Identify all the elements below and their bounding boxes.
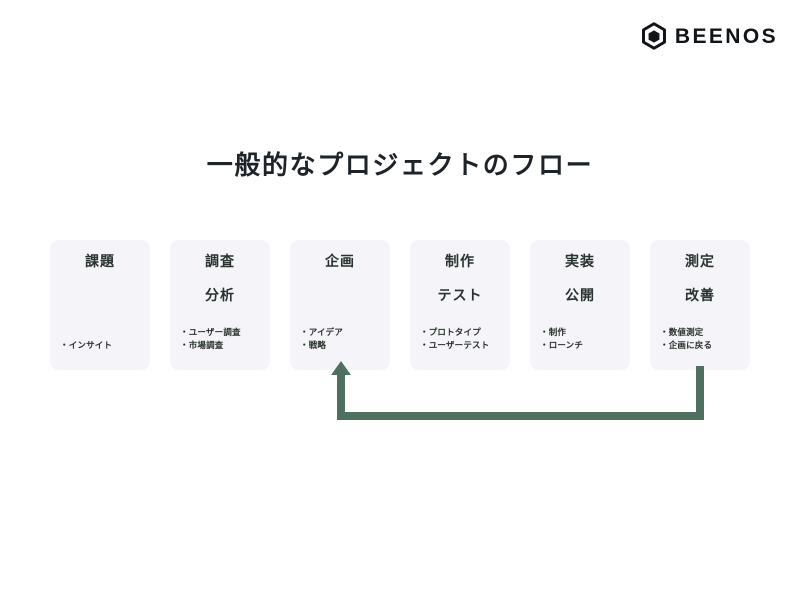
flow-step-bullet: ・アイデア: [300, 326, 344, 337]
flow-step-heading: 調査: [205, 253, 235, 269]
flow-step-heading: 実装: [565, 253, 595, 269]
flow-step-bullet: ・プロトタイプ: [420, 326, 481, 337]
feedback-loop-arrow: [325, 360, 715, 430]
flow-step-bullet: ・ユーザーテスト: [420, 339, 490, 350]
flow-step-heading-group: 企画: [290, 254, 390, 268]
flow-step-bullet: ・ユーザー調査: [180, 326, 241, 337]
flow-step-card[interactable]: 測定改善・数値測定・企画に戻る: [650, 240, 750, 370]
flow-step-heading: 制作: [445, 253, 475, 269]
flow-step-bullet-list: ・インサイト: [60, 339, 144, 352]
page-title: 一般的なプロジェクトのフロー: [206, 150, 594, 180]
flow-step-heading: 測定: [685, 253, 715, 269]
flow-step-bullet: ・市場調査: [180, 339, 224, 350]
flow-step-bullet-list: ・プロトタイプ・ユーザーテスト: [420, 326, 504, 352]
flow-step-heading-group: 調査分析: [170, 254, 270, 302]
flow-step-heading-group: 制作テスト: [410, 254, 510, 302]
flow-step-heading: 課題: [85, 253, 115, 269]
flow-step-bullet: ・制作: [540, 326, 567, 337]
flow-step-heading: テスト: [437, 287, 483, 303]
flow-step-bullet-list: ・アイデア・戦略: [300, 326, 384, 352]
beenos-wordmark: BEENOS: [674, 24, 778, 48]
flow-step-heading: 改善: [685, 287, 715, 303]
flow-step-heading-group: 測定改善: [650, 254, 750, 302]
flow-step-heading-group: 実装公開: [530, 254, 630, 302]
flow-step-bullet: ・インサイト: [60, 339, 113, 350]
flow-step-bullet-list: ・ユーザー調査・市場調査: [180, 326, 264, 352]
flow-step-heading-group: 課題: [50, 254, 150, 268]
flow-step-bullet-list: ・制作・ローンチ: [540, 326, 624, 352]
flow-step-bullet: ・戦略: [300, 339, 327, 350]
flow-step-bullet: ・数値測定: [660, 326, 704, 337]
flow-step-heading: 企画: [325, 253, 355, 269]
flow-step-bullet: ・企画に戻る: [660, 339, 713, 350]
flow-step-card[interactable]: 調査分析・ユーザー調査・市場調査: [170, 240, 270, 370]
flow-step-card[interactable]: 制作テスト・プロトタイプ・ユーザーテスト: [410, 240, 510, 370]
flow-step-card[interactable]: 企画・アイデア・戦略: [290, 240, 390, 370]
flow-step-bullet: ・ローンチ: [540, 339, 584, 350]
flow-step-bullet-list: ・数値測定・企画に戻る: [660, 326, 744, 352]
beenos-logo: BEENOS: [640, 22, 778, 50]
flow-step-heading: 分析: [205, 287, 235, 303]
flow-step-heading: 公開: [565, 287, 595, 303]
flow-step-card[interactable]: 課題・インサイト: [50, 240, 150, 370]
flow-step-card[interactable]: 実装公開・制作・ローンチ: [530, 240, 630, 370]
feedback-arrow-path: [331, 361, 704, 420]
beenos-hexagon-icon: [640, 22, 668, 50]
flow-step-list: 課題・インサイト調査分析・ユーザー調査・市場調査企画・アイデア・戦略制作テスト・…: [50, 240, 750, 370]
